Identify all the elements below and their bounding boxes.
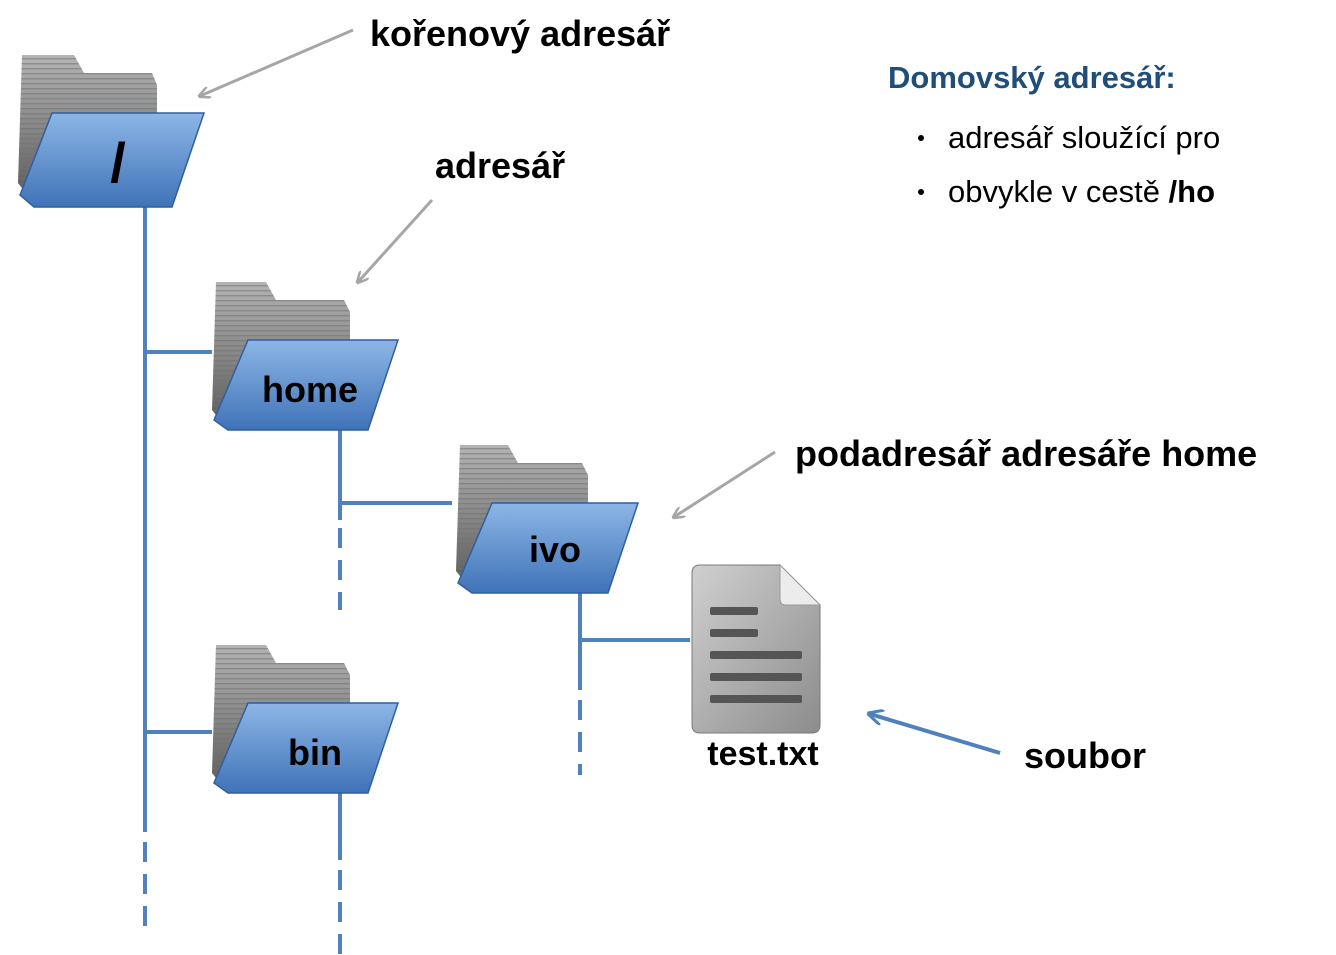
tree-lines — [143, 196, 690, 955]
home-folder-icon — [212, 282, 400, 431]
panel-bullet: adresář sloužící pro — [918, 118, 1336, 158]
panel-bullet: obvykle v cestě /ho — [918, 172, 1336, 212]
bullet-text: adresář sloužící pro — [948, 120, 1221, 155]
bin-folder-label: bin — [288, 732, 342, 773]
ivo-folder-label: ivo — [528, 529, 581, 570]
document-icon — [691, 563, 822, 734]
bullet-dot-icon — [918, 188, 924, 195]
ivo-folder-icon — [456, 445, 640, 594]
home-folder-label: home — [261, 369, 358, 410]
file-arrow — [870, 714, 1001, 755]
file-label: test.txt — [707, 735, 819, 773]
subdirectory-annotation: podadresář adresáře home — [795, 433, 1258, 474]
directory-annotation: adresář — [435, 145, 566, 186]
bin-folder-icon — [212, 645, 400, 794]
root-dir-annotation: kořenový adresář — [370, 13, 671, 54]
root-arrow — [200, 28, 354, 96]
bullet-dot-icon — [918, 134, 924, 141]
directory-arrow — [358, 198, 434, 282]
file-annotation: soubor — [1024, 735, 1146, 776]
bullet-bold-text: /ho — [1168, 174, 1216, 209]
bullet-text: obvykle v cestě — [948, 174, 1169, 209]
root-folder-icon — [18, 55, 206, 208]
panel-title: Domovský adresář: — [888, 60, 1176, 95]
home-dir-info-panel: Domovský adresář: adresář sloužící pro o… — [888, 60, 1336, 226]
root-folder-label: / — [110, 131, 126, 194]
subdirectory-arrow — [674, 450, 776, 517]
